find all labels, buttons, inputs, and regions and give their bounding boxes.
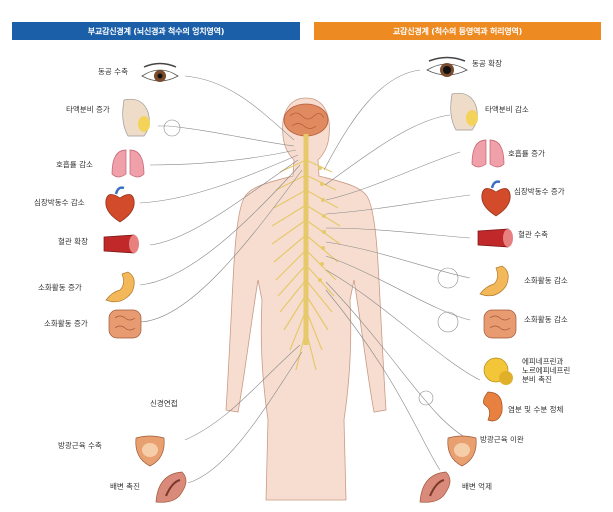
intestines-icon-right: [483, 309, 517, 339]
label-breathing-decrease: 호흡률 감소: [56, 160, 93, 169]
bladder-icon-right: [447, 435, 477, 467]
eye-icon: [141, 62, 179, 82]
label-bladder-contract: 방광근육 수축: [58, 441, 102, 450]
label-saliva-increase: 타액분비 증가: [66, 105, 110, 114]
brain: [283, 103, 329, 137]
label-digestion-decrease-2: 소화활동 감소: [524, 315, 568, 324]
label-pupil-dilate: 동공 확장: [472, 59, 502, 68]
label-vessel-dilate: 혈관 확장: [58, 237, 88, 246]
label-epinephrine: 에피네프린과: [522, 357, 564, 366]
label-digestion-increase-1: 소화활동 증가: [38, 283, 82, 292]
label-synapse: 신경연접: [150, 399, 178, 408]
lungs-icon-right: [471, 139, 505, 168]
rectum-icon: [155, 471, 187, 503]
adrenal-gland-icon: [483, 357, 513, 385]
bladder-icon: [135, 435, 165, 467]
blood-vessel-icon: [103, 234, 139, 254]
parasympathetic-nerves: [139, 75, 303, 484]
label-salt-water-retention: 염분 및 수분 정체: [508, 405, 564, 414]
label-saliva-decrease: 타액분비 감소: [485, 105, 529, 114]
label-digestion-increase-2: 소화활동 증가: [44, 319, 88, 328]
label-vessel-constrict: 혈관 수축: [518, 230, 548, 239]
sympathetic-nerves: [323, 69, 481, 471]
heart-icon: [105, 186, 135, 223]
blood-vessel-icon-right: [477, 228, 513, 248]
stomach-icon-right: [479, 265, 509, 297]
label-norepinephrine: 노르에피네프린: [522, 366, 571, 375]
label-defecation-promote: 배변 촉진: [110, 482, 140, 491]
label-defecation-inhibit: 배변 억제: [462, 482, 492, 491]
label-pupil-constrict: 동공 수축: [98, 67, 128, 76]
salivary-gland-icon: [122, 98, 150, 137]
intestines-icon: [108, 309, 142, 339]
rectum-icon-right: [419, 471, 451, 503]
sympathetic-banner: 교감신경계 (척수의 등영역과 허리영역): [314, 22, 601, 40]
lungs-icon: [111, 149, 145, 178]
heart-icon-right: [481, 180, 511, 217]
sympathetic-chain: [318, 166, 326, 282]
label-heartrate-increase: 심장박동수 증가: [514, 187, 565, 196]
eye-icon-right: [426, 56, 468, 77]
parasympathetic-banner: 부교감신경계 (뇌신경과 척수의 엉치영역): [12, 22, 300, 40]
label-digestion-decrease-1: 소화활동 감소: [524, 276, 568, 285]
salivary-gland-icon-right: [450, 92, 478, 131]
label-bladder-relax: 방광근육 이완: [480, 435, 524, 444]
label-breathing-increase: 호흡률 증가: [508, 149, 545, 158]
label-secretion-promote: 분비 촉진: [522, 375, 552, 384]
label-heartrate-decrease: 심장박동수 감소: [34, 198, 85, 207]
spinal-nerves: [271, 159, 341, 371]
kidney-icon: [483, 391, 503, 422]
stomach-icon: [105, 271, 135, 303]
